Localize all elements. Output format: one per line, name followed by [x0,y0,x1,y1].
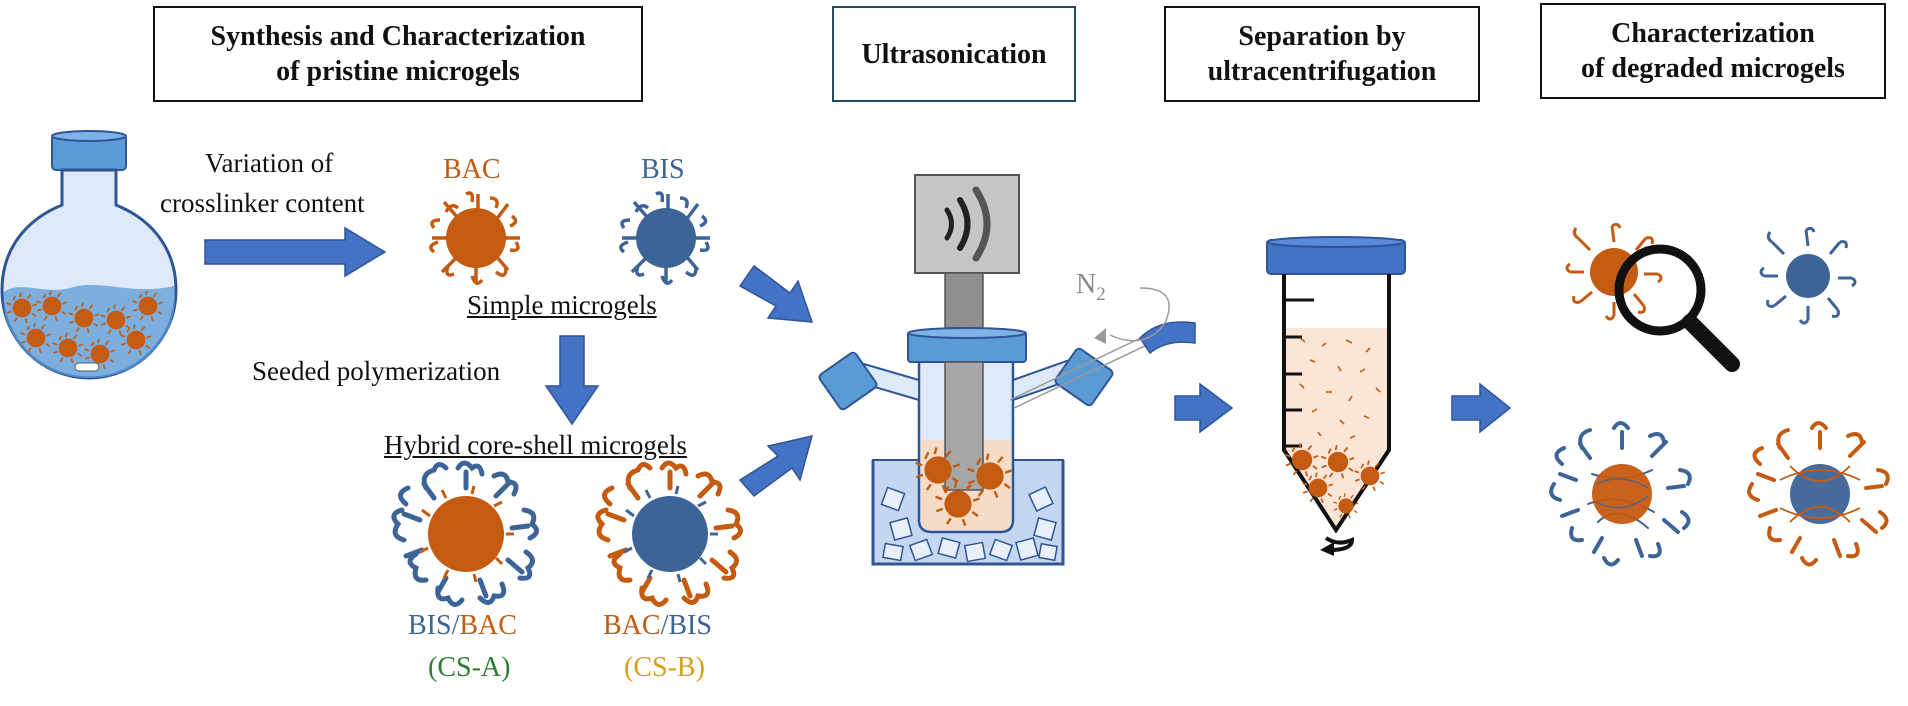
sound-wave-icon [944,186,991,262]
cs-a-composition: BIS/BAC [408,612,517,640]
header-characterization-line2: of degraded microgels [1581,53,1845,84]
variation-label-line2: crosslinker content [160,188,365,218]
n2-label: N2 [1076,269,1106,305]
bac-label: BAC [443,154,501,185]
magnifying-glass-icon [1614,244,1740,372]
degraded-bis-microgel [1759,226,1857,325]
seeded-polymerization-label: Seeded polymerization [252,356,501,386]
arrow-right-icon [738,434,814,498]
arrow-down-icon [544,335,600,426]
cs-a-part1: BIS [408,610,452,641]
header-separation-line2: ultracentrifugation [1207,56,1437,87]
degraded-cs-b-microgel [1747,421,1890,567]
bis-microgel [619,191,710,285]
cs-b-composition: BAC/BIS [603,612,712,640]
rotation-arrow-icon [1320,536,1355,556]
bis-label: BIS [641,154,685,185]
cs-b-part1: BAC [603,610,661,641]
degraded-bac-microgel [1565,222,1663,321]
header-synthesis-line2: of pristine microgels [276,56,520,87]
arrow-right-icon [738,264,814,323]
simple-microgels-label: Simple microgels [467,290,657,320]
cs-a-microgel [391,460,539,607]
cs-b-microgel [595,460,743,607]
header-synthesis: Synthesis and Characterization of pristi… [153,6,643,102]
bac-microgel [429,191,520,285]
header-ultrasonication: Ultrasonication [832,6,1076,102]
header-synthesis-line1: Synthesis and Characterization [210,21,586,52]
header-characterization: Characterization of degraded microgels [1540,3,1886,99]
cs-a-slash: / [451,610,460,641]
header-ultrasonication-line1: Ultrasonication [861,38,1047,70]
n2-subscript: 2 [1096,284,1106,305]
cs-b-code: (CS-B) [624,652,705,683]
flask-icon [0,130,178,380]
header-separation-line1: Separation by [1238,21,1406,52]
sonicator-icon [818,174,1196,566]
arrow-right-icon [1451,382,1512,434]
cs-b-slash: / [660,610,669,641]
arrow-right-icon [204,226,387,278]
header-characterization-line1: Characterization [1611,18,1815,49]
n2-letter: N [1076,269,1097,300]
cs-b-part2: BIS [668,610,712,641]
header-separation: Separation by ultracentrifugation [1164,6,1480,102]
centrifuge-tube-icon [1266,236,1406,556]
variation-label-line1: Variation of [205,148,334,178]
arrow-right-icon [1174,382,1234,434]
hybrid-core-shell-label: Hybrid core-shell microgels [384,430,687,460]
cs-a-code: (CS-A) [428,652,511,683]
degraded-cs-a-microgel [1549,421,1692,567]
cs-a-part2: BAC [459,610,517,641]
